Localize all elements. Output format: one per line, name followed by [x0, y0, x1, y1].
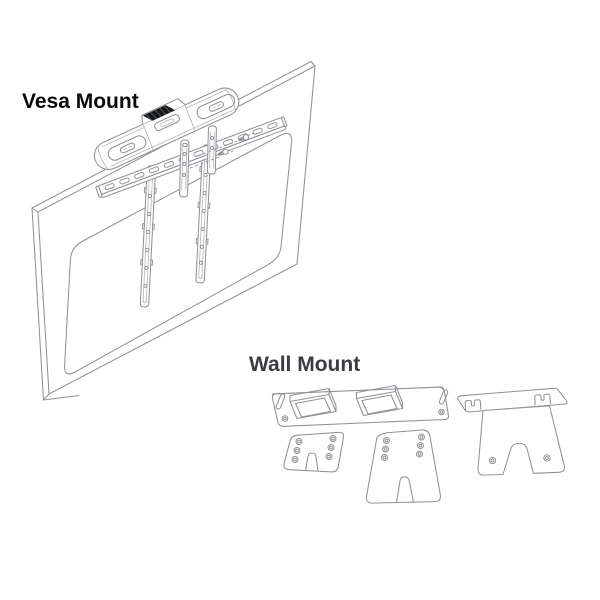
screw-icon	[217, 148, 229, 156]
vesa-rail-left	[139, 165, 157, 308]
keyhole-slot-right	[438, 389, 449, 405]
wall-mount-label: Wall Mount	[249, 353, 360, 376]
u-slot	[304, 452, 319, 472]
hook-opening-left	[289, 387, 337, 420]
video-bar	[93, 87, 240, 171]
hook-cutouts-right	[534, 393, 551, 406]
screw-icon	[238, 134, 250, 142]
vesa-rail-right	[195, 144, 213, 284]
vesa-mount-label: Vesa Mount	[22, 90, 139, 113]
mounting-screws	[189, 132, 255, 169]
grille-hatch	[145, 105, 171, 121]
logo-badge-icon	[119, 142, 136, 154]
u-slot	[395, 476, 414, 504]
wall-plate	[271, 384, 450, 427]
wall-bracket	[457, 387, 568, 476]
hook-opening-right	[355, 384, 404, 417]
hook-cutouts-left	[464, 399, 482, 412]
display-back-inset	[64, 132, 293, 375]
speaker-recess-left	[107, 135, 147, 161]
keyhole-slot-left	[275, 393, 286, 410]
adapter-plate-large	[365, 429, 442, 504]
camera-window	[154, 114, 180, 131]
adapter-plate-small	[283, 431, 345, 473]
mount-clamp-left	[179, 139, 190, 198]
mount-clamp-right	[206, 125, 217, 175]
bracket-body	[477, 405, 565, 476]
